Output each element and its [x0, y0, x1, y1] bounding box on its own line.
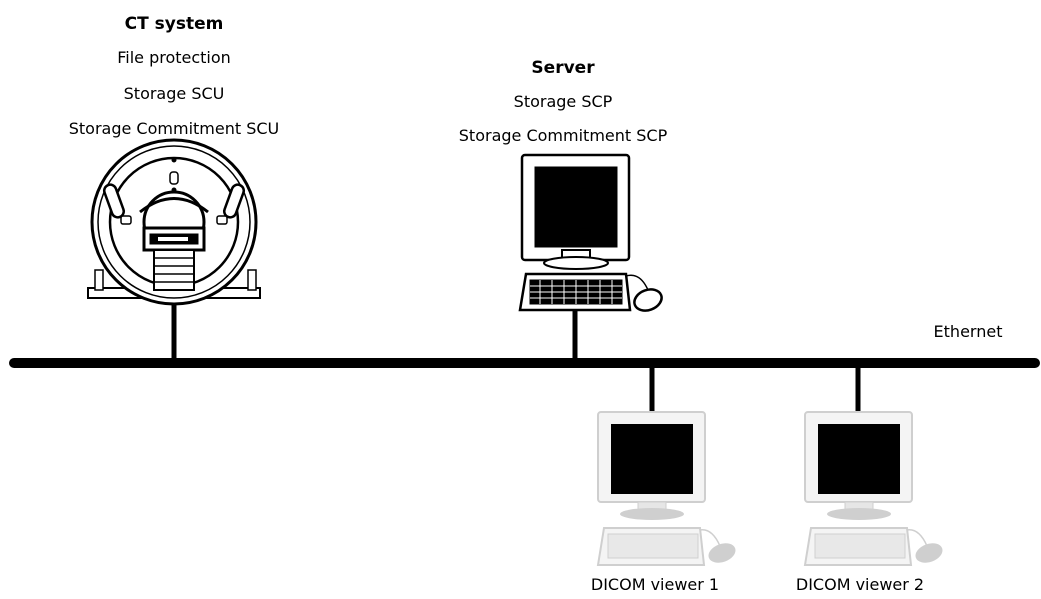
server-title: Server: [531, 58, 595, 78]
ct-system-line-2: Storage SCU: [123, 84, 225, 103]
server-computer-icon: [518, 153, 663, 312]
ct-system-title: CT system: [124, 14, 224, 34]
ct-scanner-icon: [87, 138, 261, 306]
dicom-viewer-1-computer-icon: [596, 411, 736, 566]
ct-system-line-1: File protection: [117, 48, 231, 67]
server-line-1: Storage SCP: [513, 92, 613, 111]
dicom-viewer-2-computer-icon: [803, 411, 943, 566]
ct-system-line-3: Storage Commitment SCU: [68, 119, 280, 138]
server-line-2: Storage Commitment SCP: [458, 126, 668, 145]
ethernet-label: Ethernet: [933, 322, 1003, 341]
dicom-viewer-2-label: DICOM viewer 2: [795, 575, 925, 594]
dicom-viewer-1-label: DICOM viewer 1: [590, 575, 720, 594]
